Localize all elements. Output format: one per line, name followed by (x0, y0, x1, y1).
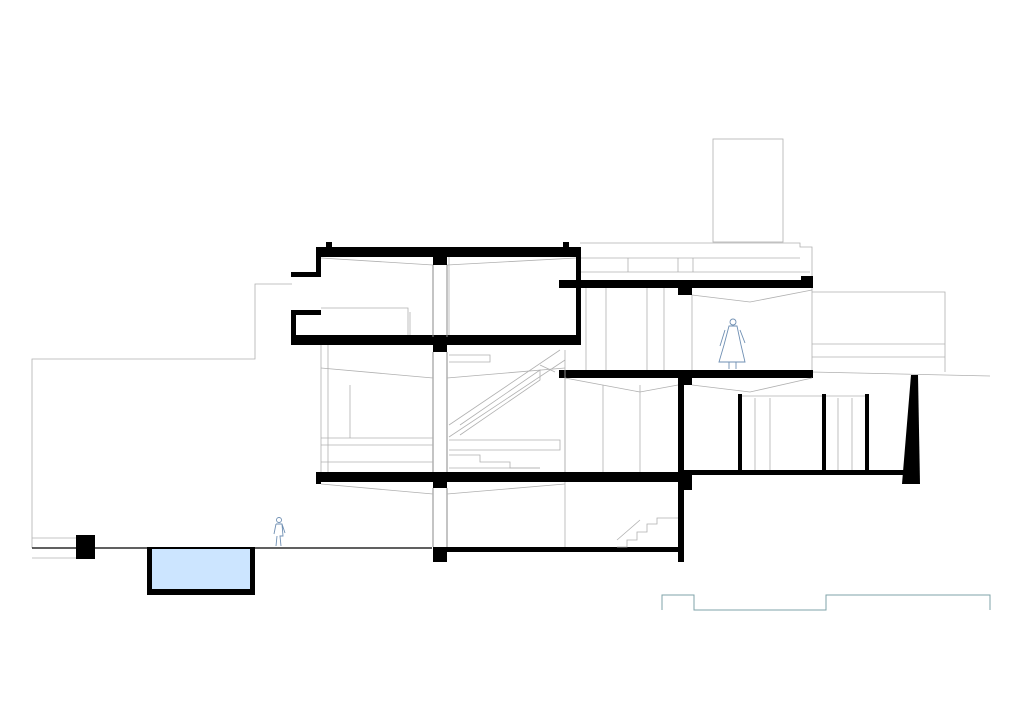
pool (147, 547, 255, 595)
human-figure-standing (718, 318, 746, 369)
retaining-wall (902, 375, 920, 484)
site-outline (661, 594, 991, 611)
upper-right-roof-lines (580, 242, 813, 278)
garden-wall-block (76, 535, 95, 559)
interior-lines (320, 257, 865, 548)
right-annex (811, 291, 991, 484)
stair (448, 349, 566, 469)
terrain-context (31, 283, 292, 559)
chimney (712, 138, 784, 243)
structure (291, 242, 906, 562)
human-figure-small (273, 517, 286, 547)
